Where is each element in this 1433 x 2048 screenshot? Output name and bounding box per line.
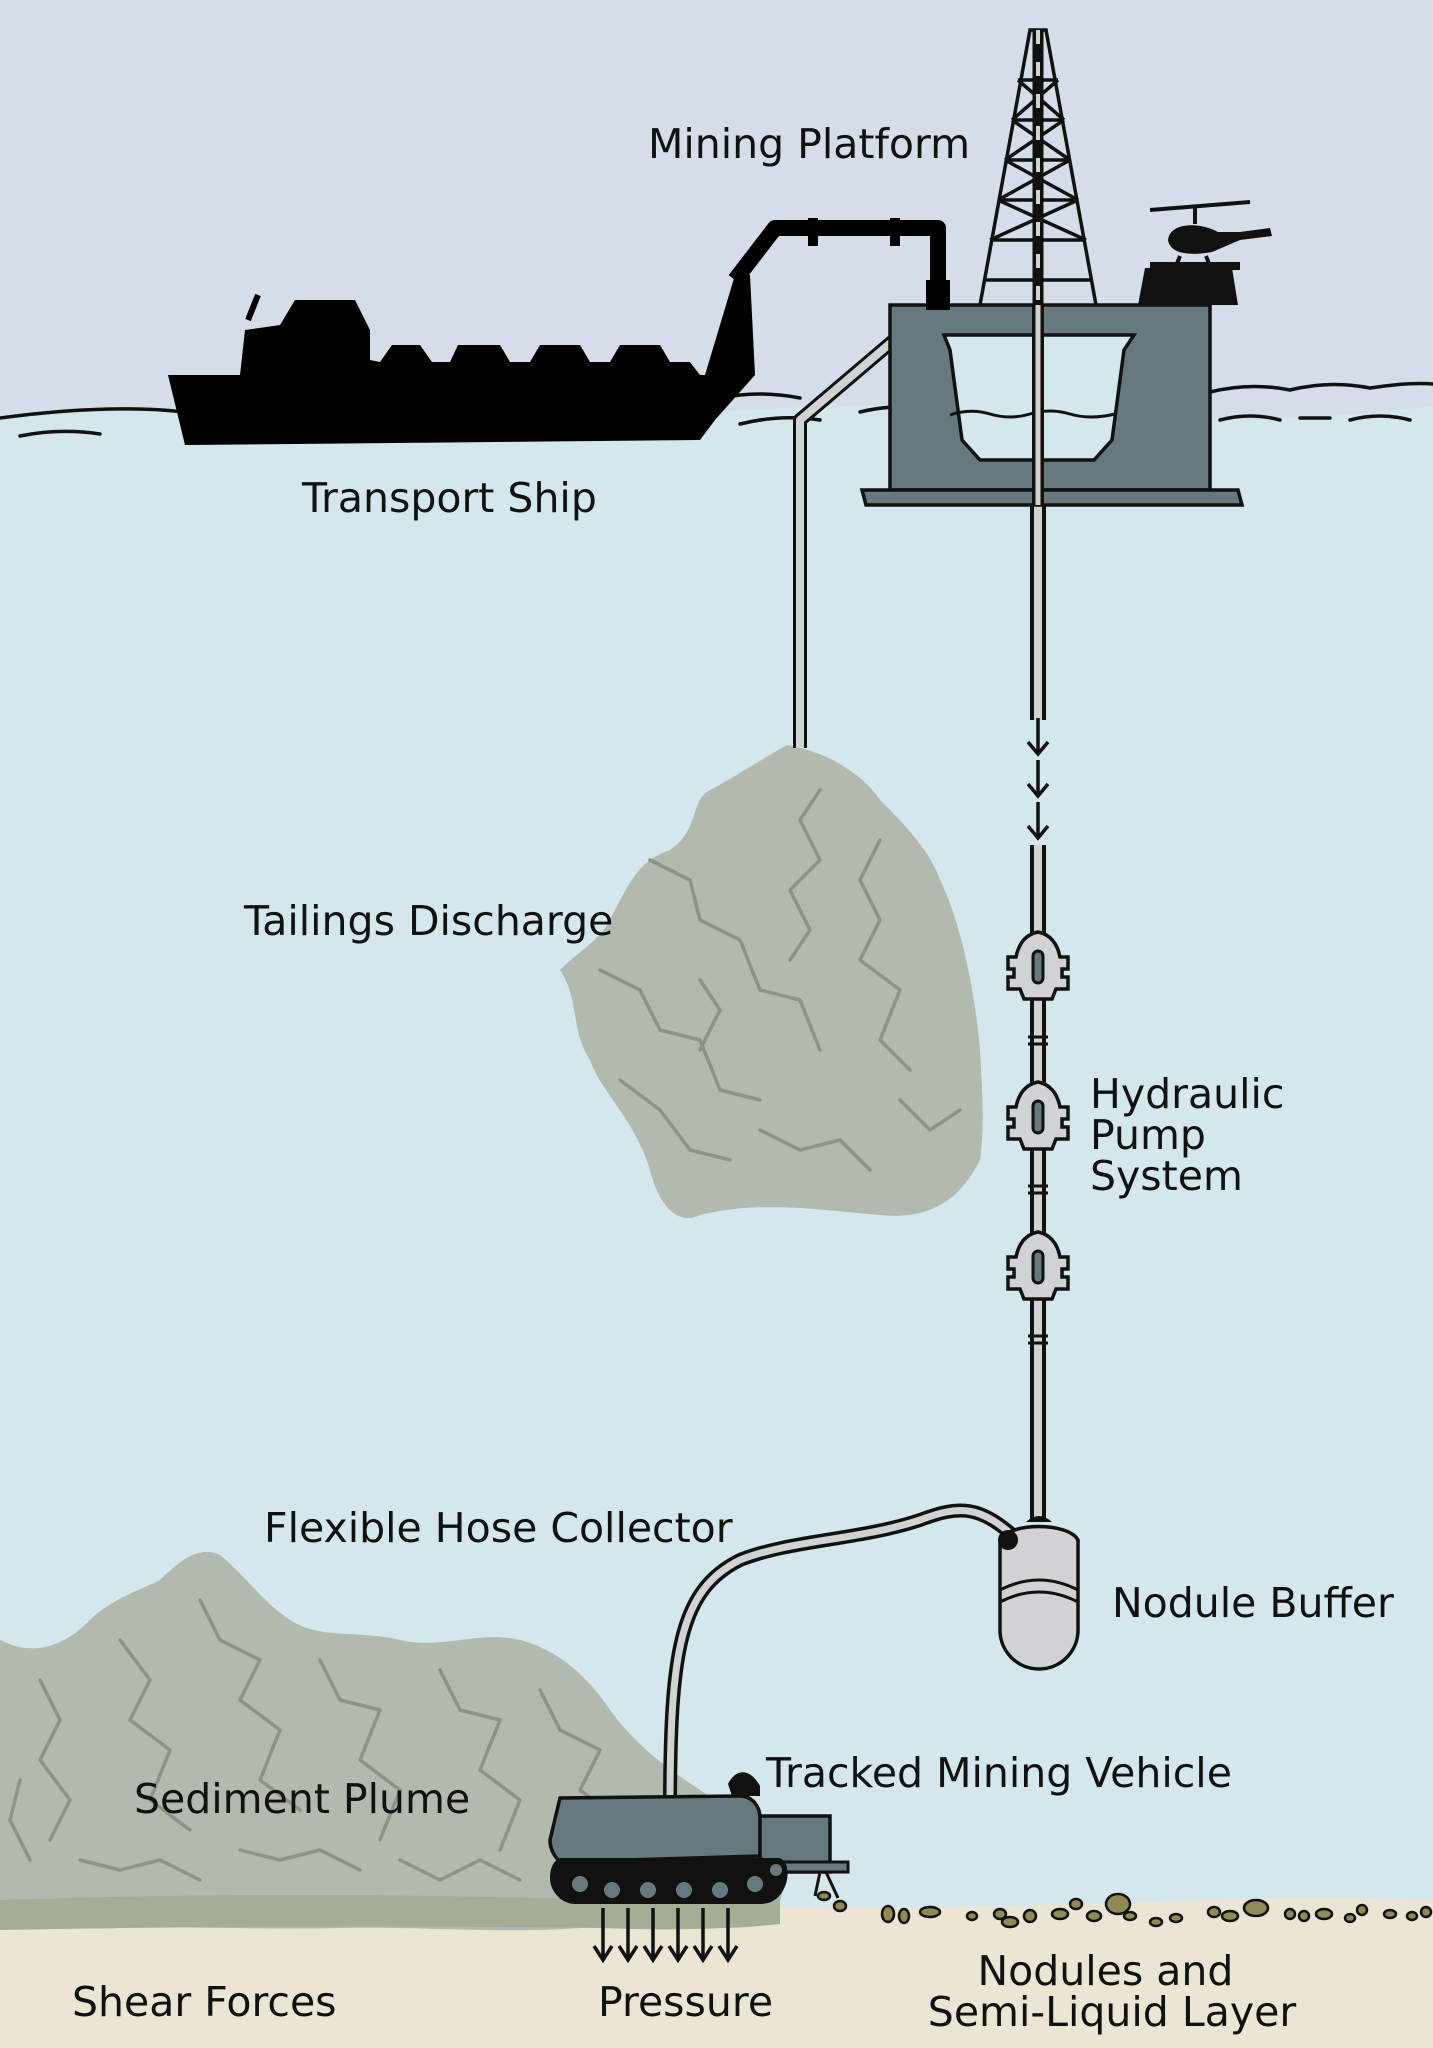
pressure-arrows bbox=[592, 1908, 739, 1964]
hydraulic-pump-1 bbox=[1006, 930, 1070, 1001]
riser-pipe bbox=[1028, 505, 1048, 1520]
label-flexible-hose-collector: Flexible Hose Collector bbox=[264, 1504, 733, 1552]
flow-arrows bbox=[1026, 718, 1050, 841]
mining-platform bbox=[859, 28, 1272, 507]
tracked-mining-vehicle bbox=[548, 1772, 850, 1904]
flexible-hose bbox=[663, 1503, 1023, 1811]
label-tailings-discharge: Tailings Discharge bbox=[243, 897, 613, 945]
loading-pipe bbox=[728, 218, 950, 310]
label-mining-platform: Mining Platform bbox=[648, 120, 970, 168]
transport-ship bbox=[168, 275, 755, 445]
seabed bbox=[0, 1898, 1433, 2048]
label-sediment-plume: Sediment Plume bbox=[134, 1775, 470, 1823]
nodules bbox=[816, 1890, 1433, 1929]
tailings-plume bbox=[560, 745, 983, 1218]
label-pressure: Pressure bbox=[598, 1978, 773, 2026]
hydraulic-pump-3 bbox=[1006, 1230, 1070, 1301]
label-transport-ship: Transport Ship bbox=[301, 474, 597, 522]
hydraulic-pump-2 bbox=[1006, 1080, 1070, 1151]
label-nodule-buffer: Nodule Buffer bbox=[1112, 1579, 1394, 1627]
label-shear-forces: Shear Forces bbox=[72, 1978, 337, 2026]
label-nodules-semi-liquid-layer: Nodules and Semi-Liquid Layer bbox=[928, 1947, 1297, 2036]
nodule-buffer bbox=[998, 1516, 1080, 1671]
label-hydraulic-pump-system: Hydraulic Pump System bbox=[1090, 1070, 1297, 1200]
label-tracked-mining-vehicle: Tracked Mining Vehicle bbox=[765, 1749, 1232, 1797]
